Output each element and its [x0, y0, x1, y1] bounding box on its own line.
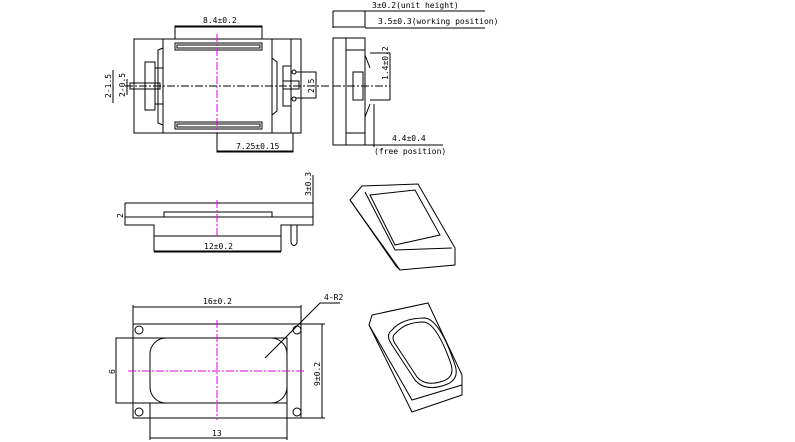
bottom-view: 16±0.2 4-R2 6 9±0.2 13	[108, 293, 343, 440]
side-view: 3±0.2(unit height) 3.5±0.3(working posit…	[332, 1, 498, 156]
top-view: 8.4±0.2 7.25±0.15 2-1.5 2-0.5 2.5	[104, 16, 330, 153]
iso-view-top	[349, 183, 456, 271]
dim-window-h: 6	[108, 369, 117, 374]
dim-pin-width: 2-0.5	[118, 73, 127, 97]
dim-spring: 1.4±0.2	[381, 46, 390, 80]
dim-window-w: 13	[212, 429, 222, 438]
dim-base: 12±0.2	[204, 242, 233, 251]
dim-free: 4.4±0.4	[392, 134, 426, 143]
dim-flange: 2	[116, 213, 125, 218]
dim-free-label: (free position)	[374, 147, 446, 156]
front-view: 3±0.3 2 12±0.2	[116, 172, 314, 253]
dim-radius: 4-R2	[324, 293, 343, 302]
dim-height: 3±0.3	[304, 172, 313, 196]
dim-length: 16±0.2	[203, 297, 232, 306]
dim-working: 3.5±0.3(working position)	[378, 17, 498, 26]
dim-unit-height: 3±0.2(unit height)	[372, 1, 459, 10]
dim-slot-width: 8.4±0.2	[203, 16, 237, 25]
dim-pin-pitch: 2-1.5	[104, 74, 113, 98]
dim-terminal: 2.5	[307, 78, 316, 93]
dim-width: 9±0.2	[313, 362, 322, 386]
iso-view-bottom	[368, 302, 463, 413]
dim-offset: 7.25±0.15	[236, 142, 280, 151]
